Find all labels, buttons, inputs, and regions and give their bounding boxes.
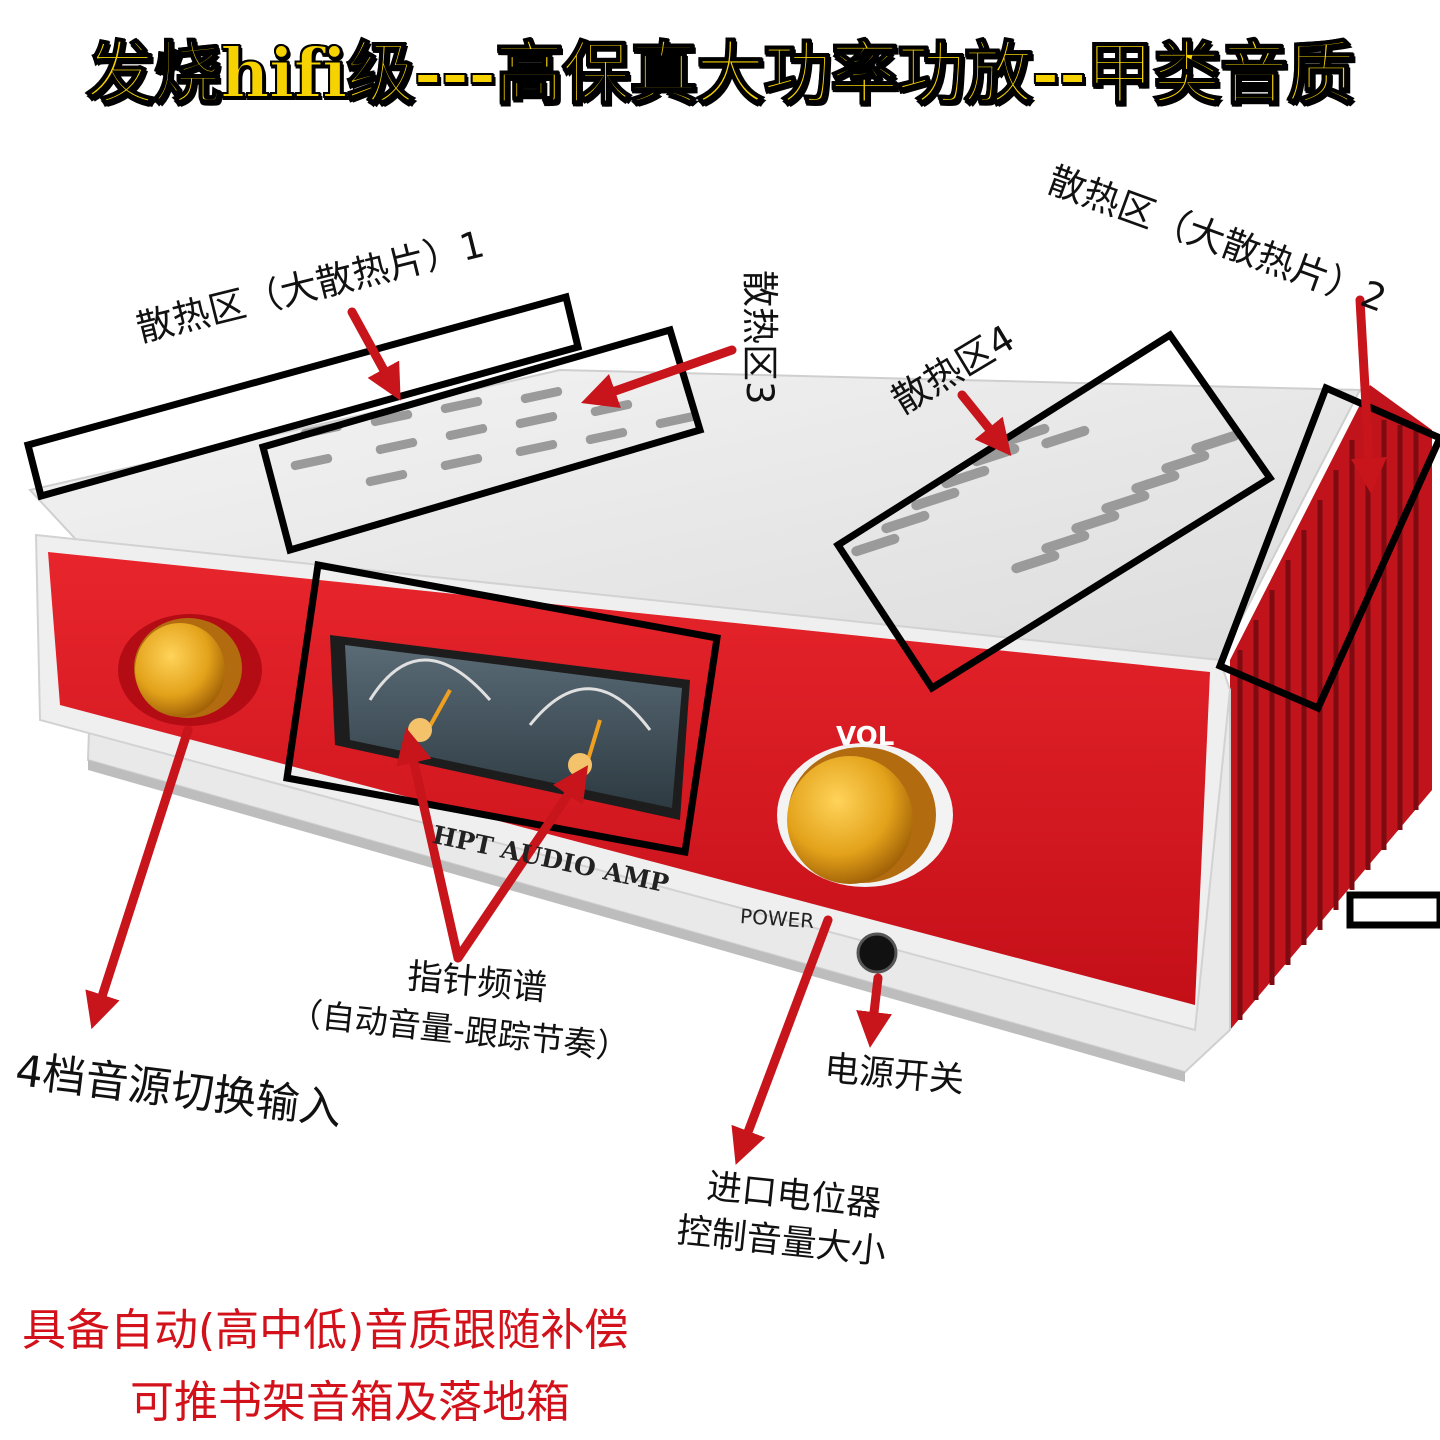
headline-title: 发烧hifi级---高保真大功率功放--甲类音质: [85, 33, 1355, 115]
source-select-knob[interactable]: [118, 614, 262, 726]
box-heatsink-4: [833, 330, 1275, 693]
power-button[interactable]: [856, 932, 898, 974]
footer-line-2: 可推书架音箱及落地箱: [130, 1377, 570, 1428]
footer-line-1: 具备自动(高中低)音质跟随补偿: [22, 1305, 629, 1356]
red-arrows: [85, 295, 1387, 1165]
box-edge: [1346, 891, 1440, 929]
box-heatsink-1: [23, 292, 583, 501]
label-heatsink-3: 散热区3: [738, 270, 781, 405]
highlight-boxes: [23, 292, 1440, 929]
vent-slots-left: [290, 387, 698, 487]
box-heatsink-2: [1215, 383, 1440, 713]
power-label: POWER: [739, 904, 815, 934]
volume-knob[interactable]: [777, 743, 953, 887]
box-vu-meter: [283, 560, 721, 857]
box-heatsink-3: [258, 325, 705, 555]
vol-label: VOL: [836, 722, 895, 752]
